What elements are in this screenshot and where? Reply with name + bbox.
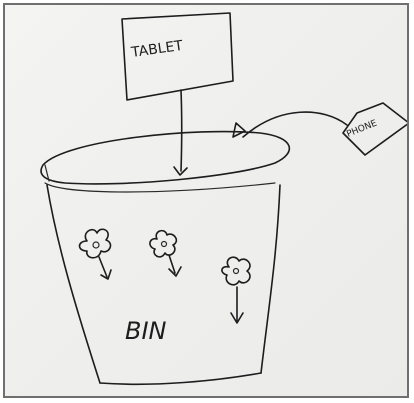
bin-body bbox=[47, 185, 280, 384]
phone-tag: PHONE bbox=[343, 103, 409, 155]
bin-sketch-diagram: TABLET PHONE bbox=[5, 5, 409, 398]
flower-sketch-2 bbox=[150, 231, 181, 276]
tablet-box: TABLET bbox=[122, 13, 233, 100]
flower-sketch-3 bbox=[222, 257, 250, 323]
tablet-label: TABLET bbox=[129, 38, 184, 61]
flower-sketch-1 bbox=[80, 229, 112, 279]
bin-rim bbox=[41, 132, 289, 192]
sketch-frame: TABLET PHONE bbox=[3, 3, 409, 398]
phone-arrow bbox=[233, 112, 347, 137]
bin-label: BIN bbox=[125, 317, 167, 345]
